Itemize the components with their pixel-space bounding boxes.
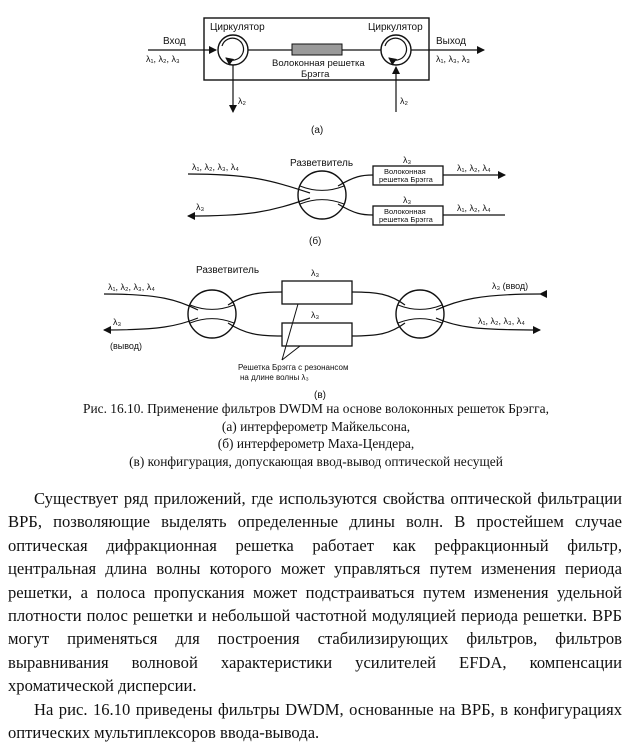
note-pointer-top-c	[281, 303, 299, 361]
diagram-b: Разветвитель λ₁, λ₂, λ₃, λ₄ λ₃ λ₃ Волоко…	[187, 155, 506, 247]
return-signal-b: λ₃	[196, 202, 205, 212]
bottom-output-b: λ₁, λ₂, λ₄	[457, 203, 491, 213]
add-signal: λ₂	[400, 96, 409, 106]
grating-label: Волоконная решетка	[272, 58, 365, 69]
output-signal: λ₁, λ₃, λ₃	[436, 54, 470, 64]
fiber-in-b	[187, 173, 311, 194]
figure-caption: Рис. 16.10. Применение фильтров DWDM на …	[0, 400, 632, 470]
caption-line-2: (а) интерферометр Майкельсона,	[221, 418, 411, 434]
input-label: Вход	[163, 36, 186, 47]
splitter-left-icon-c	[187, 289, 237, 339]
paragraph-1: Существует ряд приложений, где использую…	[8, 489, 622, 696]
splitter-right-inner-c	[397, 304, 443, 324]
add-signal-c: λ₃ (ввод)	[492, 281, 528, 291]
output-label: Выход	[436, 36, 466, 47]
fiber-bottom-b	[337, 203, 374, 216]
bottom-grating-lambda-c: λ₃	[311, 310, 320, 320]
caption-line-4: (в) конфигурация, допускающая ввод-вывод…	[129, 453, 503, 469]
top-output-b: λ₁, λ₂, λ₄	[457, 163, 491, 173]
fiber-add-c	[435, 289, 548, 311]
paragraph-2: На рис. 16.10 приведены фильтры DWDM, ос…	[8, 699, 622, 743]
top-grating-lambda-c: λ₃	[311, 268, 320, 278]
splitter-icon-b	[297, 170, 347, 220]
grating-top-line2-b: решетка Брэгга	[379, 175, 434, 184]
input-signal: λ₁, λ₂, λ₃	[146, 54, 180, 64]
fiber-in-c	[103, 293, 199, 311]
grating-label-2: Брэгга	[301, 69, 330, 80]
circulator-left-label: Циркулятор	[210, 22, 265, 33]
fiber-upper-arm-right-c	[351, 291, 406, 306]
top-grating-lambda-b: λ₃	[403, 155, 412, 165]
grating-top-line1-b: Волоконная	[384, 167, 426, 176]
fiber-top-b	[337, 174, 374, 187]
note-line2-c: на длине волны λ₃	[240, 373, 309, 382]
drop-label-c: (вывод)	[110, 341, 142, 351]
bottom-grating-lambda-b: λ₃	[403, 195, 412, 205]
fiber-out-c	[435, 317, 541, 334]
subfigure-c-label: (в)	[314, 390, 326, 400]
bragg-grating-block	[291, 43, 343, 56]
fiber-upper-arm-c	[227, 291, 283, 306]
fiber-lower-arm-c	[227, 322, 283, 337]
fiber-return-b	[187, 197, 311, 220]
subfigure-a-label: (а)	[311, 125, 323, 136]
diagram-c: Разветвитель λ₁, λ₂, λ₃, λ₄ λ₃ (вывод) λ…	[103, 265, 548, 400]
body-text: Существует ряд приложений, где использую…	[8, 487, 622, 744]
grating-bottom-line2-b: решетка Брэгга	[379, 215, 434, 224]
drop-signal: λ₂	[238, 96, 247, 106]
circulator-module-box	[203, 17, 430, 81]
note-line1-c: Решетка Брэгга с резонансом	[238, 363, 348, 372]
input-signal-c: λ₁, λ₂, λ₃, λ₄	[108, 282, 155, 292]
diagram-a: Циркулятор Циркулятор Вход λ₁, λ₂, λ₃ Во…	[146, 17, 485, 136]
bragg-grating-top-c	[281, 280, 353, 305]
splitter-inner-b	[299, 185, 345, 205]
note-pointer-bottom-c	[281, 345, 301, 361]
caption-line-1: Рис. 16.10. Применение фильтров DWDM на …	[83, 401, 549, 416]
circulator-left-rotation-icon	[221, 37, 245, 66]
grating-bottom-line1-b: Волоконная	[384, 207, 426, 216]
splitter-right-icon-c	[395, 289, 445, 339]
fiber-lower-arm-right-c	[351, 322, 406, 337]
caption-line-3: (б) интерферометр Маха-Цендера,	[217, 436, 415, 451]
splitter-label-c: Разветвитель	[196, 265, 259, 276]
subfigure-b-label: (б)	[309, 235, 321, 247]
bragg-grating-bottom-c	[281, 322, 353, 347]
right-output-c: λ₁, λ₂, λ₃, λ₄	[478, 316, 525, 326]
splitter-label-b: Разветвитель	[290, 158, 353, 169]
drop-signal-c: λ₃	[113, 317, 122, 327]
circulator-right-rotation-icon	[384, 37, 408, 66]
figure-16-10: Циркулятор Циркулятор Вход λ₁, λ₂, λ₃ Во…	[103, 17, 548, 400]
fiber-drop-c	[103, 317, 199, 334]
circulator-right-label: Циркулятор	[368, 22, 423, 33]
input-signal-b: λ₁, λ₂, λ₃, λ₄	[192, 162, 239, 172]
splitter-left-inner-c	[189, 304, 235, 324]
